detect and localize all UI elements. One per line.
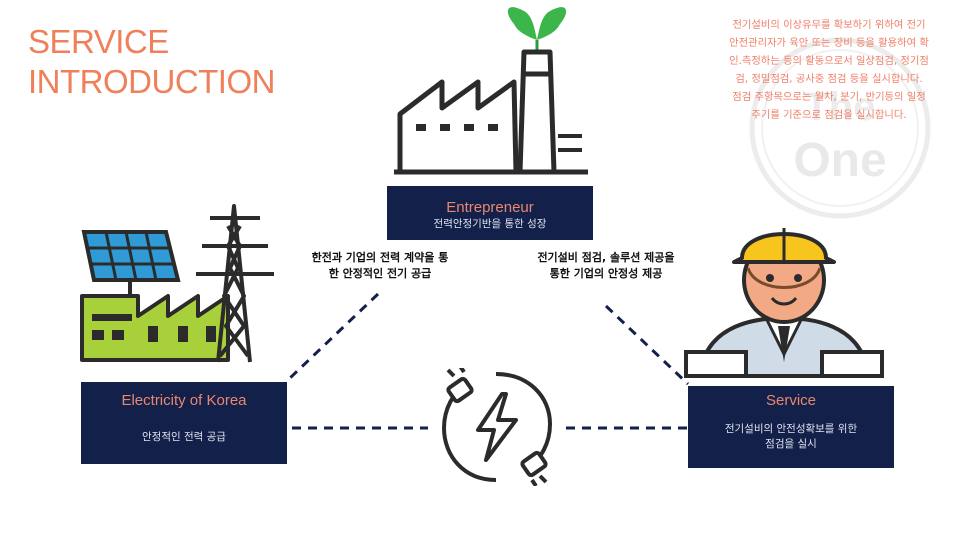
entrepreneur-subtitle: 전력안정기반을 통한 성장 xyxy=(433,218,547,230)
solar-tower-icon xyxy=(80,204,274,363)
connector-right xyxy=(604,304,690,386)
korea-subtitle: 안정적인 전력 공급 xyxy=(142,431,226,443)
engineer-icon xyxy=(684,228,884,378)
desc-line: 점검 주항목으로는 월차, 분기, 반기등의 일정 xyxy=(732,91,926,103)
desc-line: 인.측정하는 등의 활동으로서 일상점검, 정기점 xyxy=(729,55,929,67)
left-note-line-2: 한 안정적인 전기 공급 xyxy=(328,267,432,280)
factory-icon xyxy=(394,7,588,175)
left-connection-note: 한전과 기업의 전력 계약을 통 한 안정적인 전기 공급 xyxy=(290,250,470,282)
service-title: Service xyxy=(765,392,817,409)
connector-left xyxy=(288,292,380,380)
entrepreneur-title: Entrepreneur xyxy=(446,199,534,216)
service-subtitle-line-1: 전기설비의 안전성확보를 위한 xyxy=(724,423,858,435)
service-description: 전기설비의 이상유무를 확보하기 위하여 전기 안전관리자가 육안 또는 장비 … xyxy=(712,16,946,124)
watermark-the: The xyxy=(804,85,875,129)
service-node: Service 전기설비의 안전성확보를 위한 점검을 실시 xyxy=(688,386,894,468)
page-title: SERVICE INTRODUCTION xyxy=(28,22,275,102)
entrepreneur-node: Entrepreneur 전력안정기반을 통한 성장 xyxy=(387,186,593,240)
left-note-line-1: 한전과 기업의 전력 계약을 통 xyxy=(311,251,449,264)
desc-line: 전기설비의 이상유무를 확보하기 위하여 전기 xyxy=(732,19,926,31)
title-line-2: INTRODUCTION xyxy=(28,63,275,100)
service-subtitle-line-2: 점검을 실시 xyxy=(765,438,817,450)
right-note-line-2: 통한 기업의 안정성 제공 xyxy=(549,267,663,280)
korea-node: Electricity of Korea 안정적인 전력 공급 xyxy=(81,382,287,464)
korea-title: Electricity of Korea xyxy=(121,392,247,409)
desc-line: 안전관리자가 육안 또는 장비 등을 활용하여 확 xyxy=(729,37,929,49)
desc-line: 검, 정밀점검, 공사중 점검 등을 실시합니다. xyxy=(735,73,923,85)
right-note-line-1: 전기설비 점검, 솔루션 제공을 xyxy=(537,251,675,264)
power-plug-cycle-icon xyxy=(441,368,553,486)
title-line-1: SERVICE xyxy=(28,23,169,60)
watermark-icon: The One xyxy=(749,37,931,219)
desc-line: 주기를 기준으로 점검을 실시합니다. xyxy=(751,109,907,121)
right-connection-note: 전기설비 점검, 솔루션 제공을 통한 기업의 안정성 제공 xyxy=(514,250,698,282)
watermark-one: One xyxy=(793,134,886,187)
